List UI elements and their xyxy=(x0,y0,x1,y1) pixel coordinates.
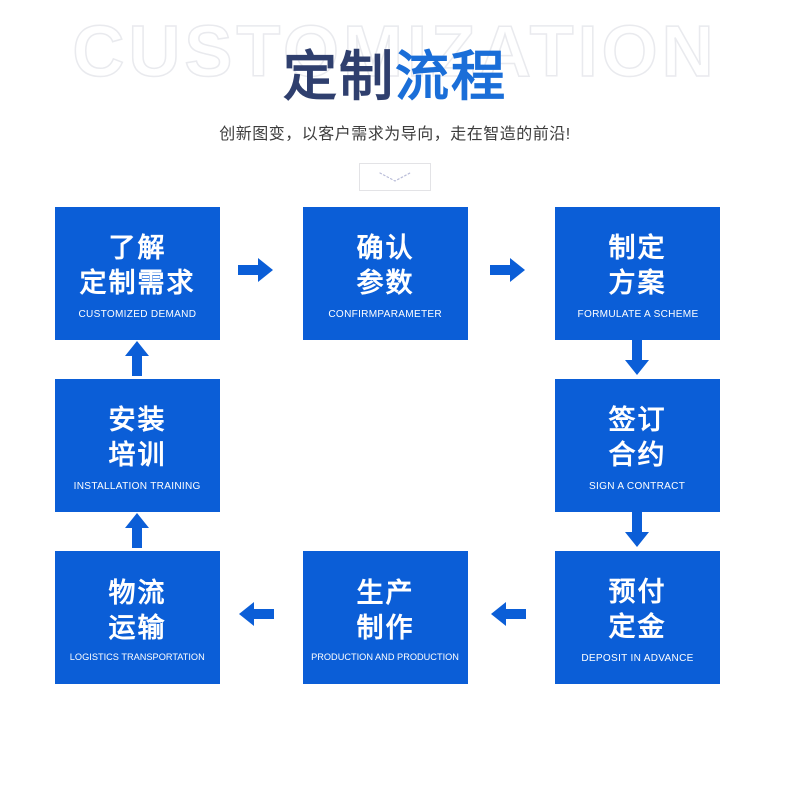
arrow-down-icon-1 xyxy=(624,340,650,376)
flow-step-6-cn: 生产 制作 xyxy=(357,576,415,645)
flow-step-5-en: DEPOSIT IN ADVANCE xyxy=(581,651,694,664)
chevron-down-icon xyxy=(378,171,412,183)
flow-step-6[interactable]: 生产 制作 PRODUCTION AND PRODUCTION xyxy=(303,551,468,684)
flow-step-2-cn-line2: 参数 xyxy=(356,268,415,298)
flow-step-3-cn-line1: 制定 xyxy=(608,233,667,264)
flow-step-7-cn-line1: 物流 xyxy=(108,577,167,608)
arrow-right-icon-1 xyxy=(238,257,274,283)
flow-step-6-en: PRODUCTION AND PRODUCTION xyxy=(311,652,460,664)
flow-step-5-cn-line2: 定金 xyxy=(608,612,667,642)
arrow-down-icon-2 xyxy=(624,512,650,548)
page-subtitle: 创新图变，以客户需求为导向，走在智造的前沿! xyxy=(219,126,571,143)
flow-step-1-cn-line1: 了解 xyxy=(108,233,167,264)
flow-step-2-cn-line1: 确认 xyxy=(356,233,415,264)
flow-step-6-cn-line2: 制作 xyxy=(356,612,415,643)
flow-step-2-cn: 确认 参数 xyxy=(357,231,415,300)
process-flow-diagram: 了解 定制需求 CUSTOMIZED DEMAND 确认 参数 CONFIRMP… xyxy=(0,207,790,690)
arrow-up-icon-1 xyxy=(124,512,150,548)
flow-step-4-cn: 签订 合约 xyxy=(609,403,667,472)
flow-step-3-cn-line2: 方案 xyxy=(608,268,667,298)
flow-step-3-cn: 制定 方案 xyxy=(609,231,667,300)
flow-step-7[interactable]: 物流 运输 LOGISTICS TRANSPORTATION xyxy=(55,551,220,684)
page-title: 定制流程 xyxy=(0,47,790,107)
flow-step-4-cn-line2: 合约 xyxy=(608,440,667,470)
flow-step-2-en: CONFIRMPARAMETER xyxy=(328,307,443,320)
arrow-left-icon-1 xyxy=(490,601,526,627)
page-title-part2: 流程 xyxy=(395,47,507,107)
flow-step-1[interactable]: 了解 定制需求 CUSTOMIZED DEMAND xyxy=(55,207,220,340)
flow-step-3-en: FORMULATE A SCHEME xyxy=(577,307,698,320)
flow-step-8-cn-line1: 安装 xyxy=(108,405,167,436)
arrow-left-icon-2 xyxy=(238,601,274,627)
flow-step-6-cn-line1: 生产 xyxy=(356,577,415,608)
flow-step-5-cn: 预付 定金 xyxy=(609,575,667,644)
flow-step-4[interactable]: 签订 合约 SIGN A CONTRACT xyxy=(555,379,720,512)
arrow-right-icon-2 xyxy=(490,257,526,283)
flow-step-1-cn: 了解 定制需求 xyxy=(80,231,196,300)
page-title-part1: 定制 xyxy=(283,47,395,107)
flow-step-4-en: SIGN A CONTRACT xyxy=(589,479,686,492)
flow-step-1-cn-line2: 定制需求 xyxy=(79,268,196,298)
flow-step-5[interactable]: 预付 定金 DEPOSIT IN ADVANCE xyxy=(555,551,720,684)
flow-step-8[interactable]: 安装 培训 INSTALLATION TRAINING xyxy=(55,379,220,512)
flow-step-7-cn-line2: 运输 xyxy=(108,612,167,643)
chevron-down-box xyxy=(359,163,431,191)
flow-step-8-en: INSTALLATION TRAINING xyxy=(73,479,202,492)
flow-step-2[interactable]: 确认 参数 CONFIRMPARAMETER xyxy=(303,207,468,340)
page-header: CUSTOMIZATION 定制流程 创新图变，以客户需求为导向，走在智造的前沿… xyxy=(0,0,790,200)
flow-step-8-cn-line2: 培训 xyxy=(108,440,167,470)
flow-step-7-en: LOGISTICS TRANSPORTATION xyxy=(70,652,205,664)
arrow-up-icon-2 xyxy=(124,340,150,376)
flow-step-1-en: CUSTOMIZED DEMAND xyxy=(78,307,197,320)
flow-step-3[interactable]: 制定 方案 FORMULATE A SCHEME xyxy=(555,207,720,340)
flow-step-7-cn: 物流 运输 xyxy=(109,576,167,645)
flow-step-5-cn-line1: 预付 xyxy=(608,577,667,608)
flow-step-8-cn: 安装 培训 xyxy=(109,403,167,472)
flow-step-4-cn-line1: 签订 xyxy=(608,405,667,436)
